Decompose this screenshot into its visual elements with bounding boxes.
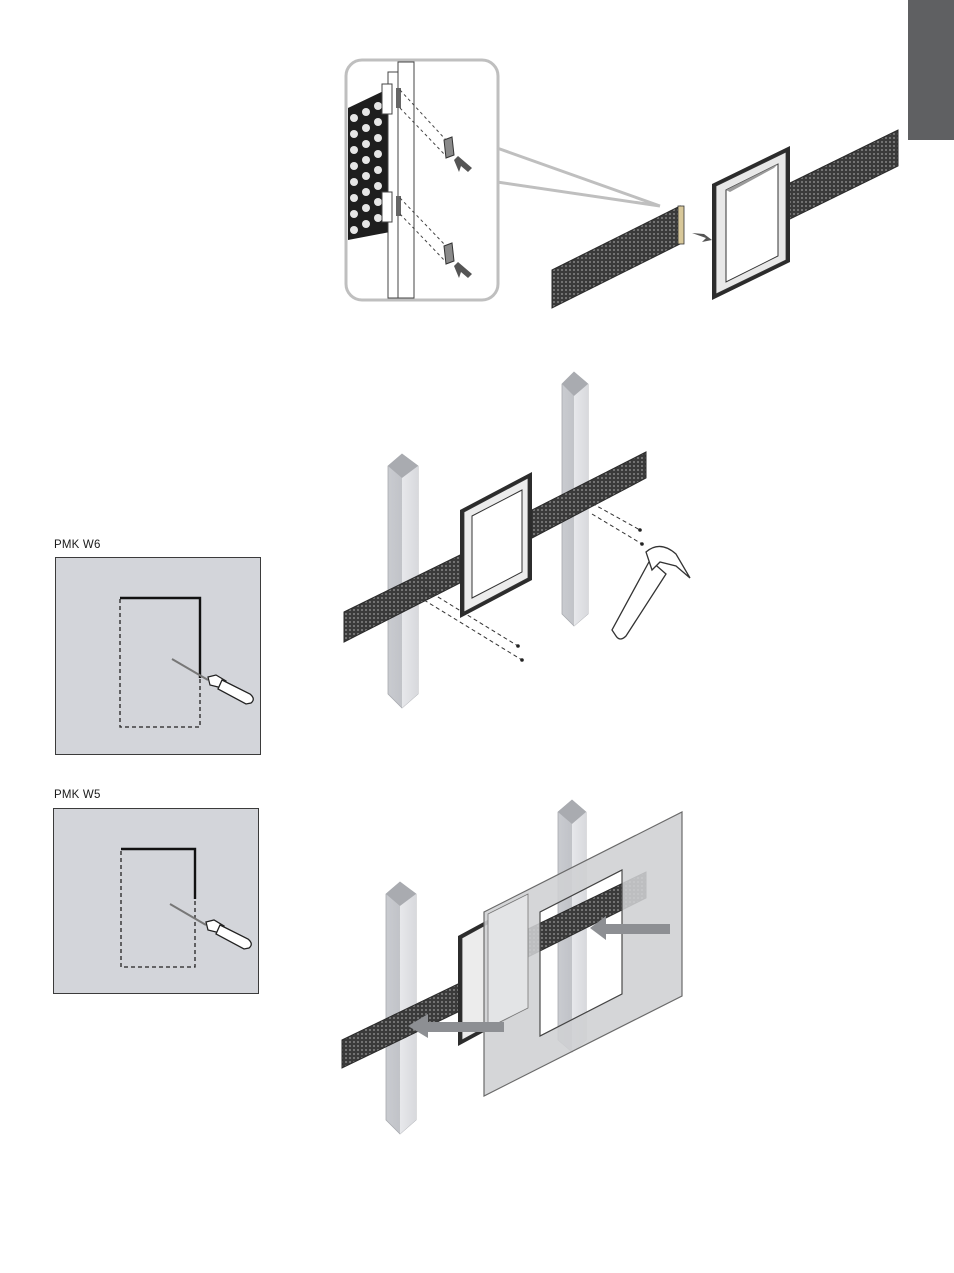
hammer-icon — [612, 546, 690, 639]
step-fit-drywall — [342, 800, 682, 1134]
step-nail-to-studs — [344, 372, 690, 708]
step-attach-mounting-bar — [346, 60, 898, 308]
frame-icon — [460, 472, 532, 618]
frame-icon — [712, 146, 790, 300]
arrow-icon — [692, 233, 712, 242]
